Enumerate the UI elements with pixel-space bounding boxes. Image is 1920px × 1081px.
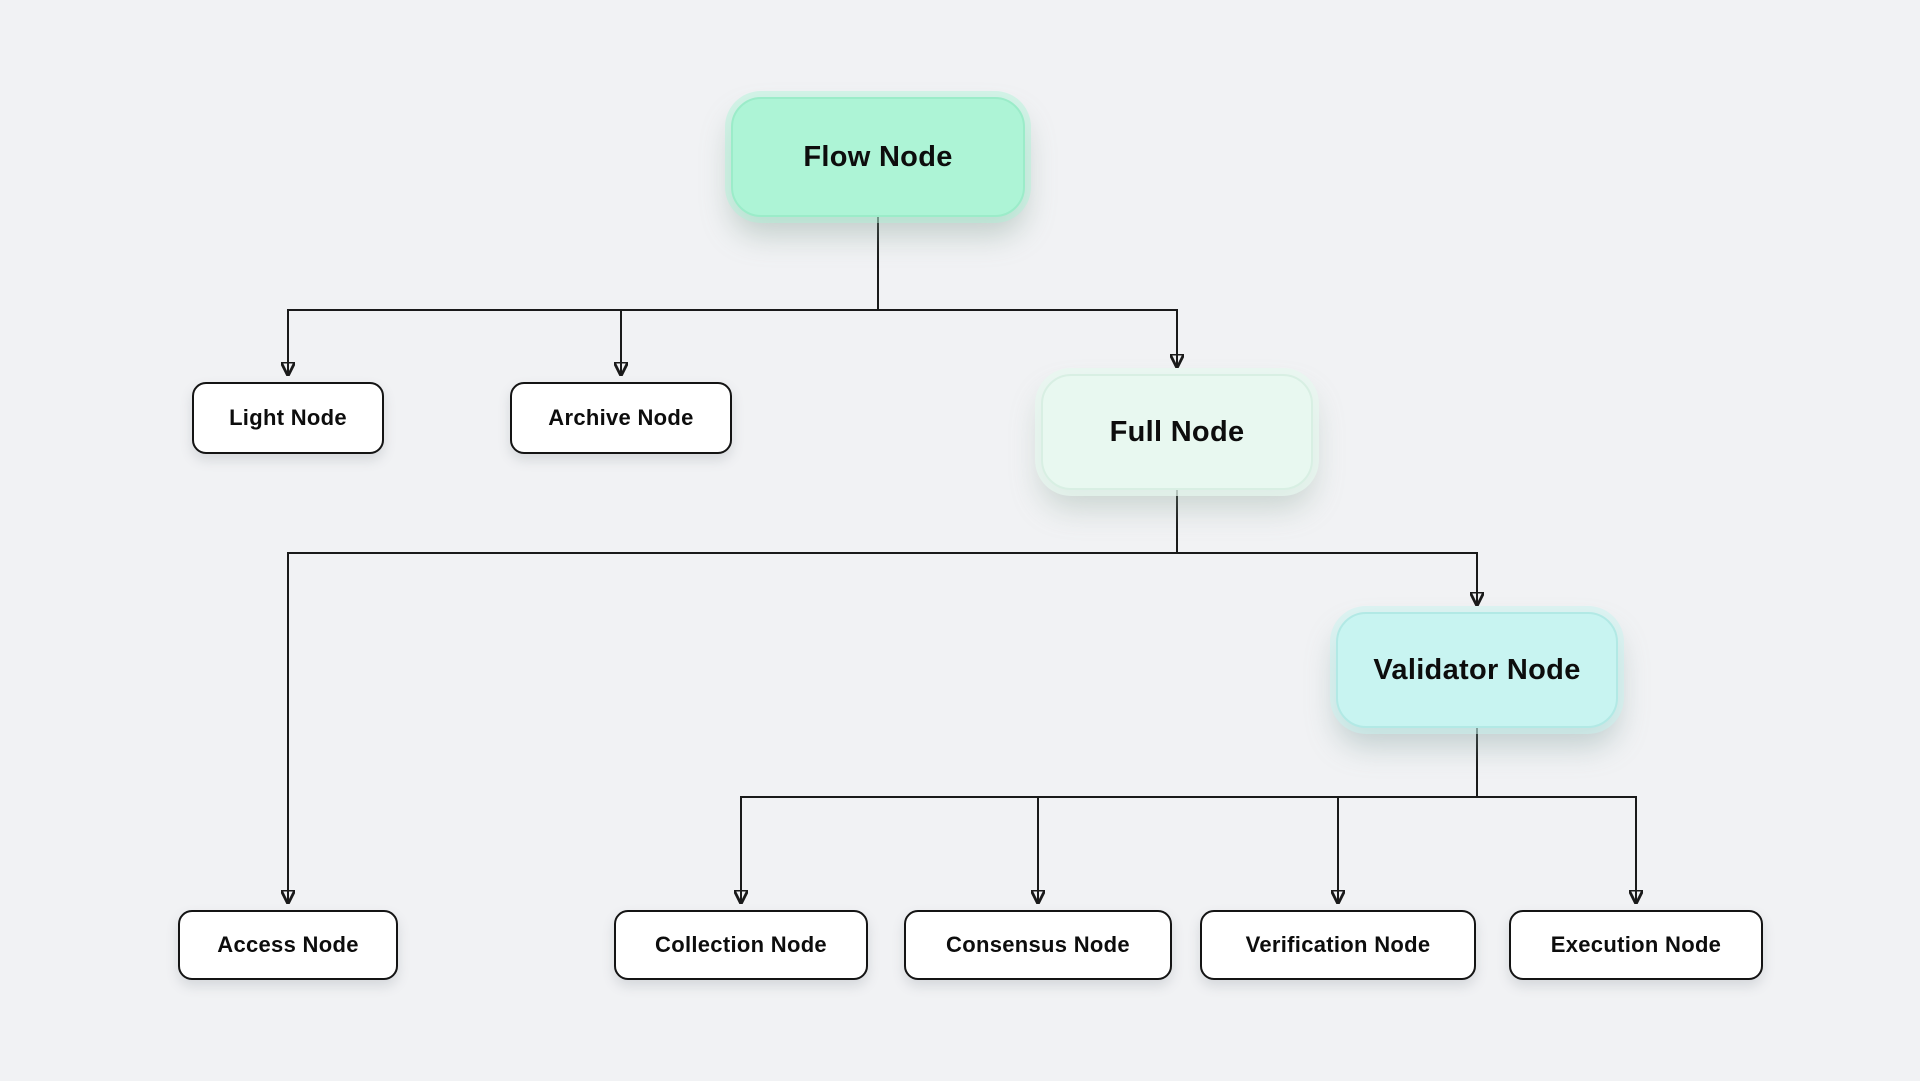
node-consensus-label: Consensus Node [946, 932, 1130, 957]
node-verification-label: Verification Node [1245, 932, 1431, 957]
node-archive: Archive Node [510, 382, 732, 454]
node-validator-label: Validator Node [1373, 653, 1581, 686]
node-collection-label: Collection Node [655, 932, 827, 957]
node-full-label: Full Node [1109, 415, 1245, 448]
node-validator: Validator Node [1336, 612, 1618, 728]
node-light: Light Node [192, 382, 384, 454]
node-consensus: Consensus Node [904, 910, 1172, 980]
node-flow: Flow Node [731, 97, 1025, 217]
node-full: Full Node [1041, 374, 1313, 490]
node-access-label: Access Node [217, 932, 359, 957]
node-collection: Collection Node [614, 910, 868, 980]
node-execution: Execution Node [1509, 910, 1763, 980]
node-access: Access Node [178, 910, 398, 980]
node-archive-label: Archive Node [548, 405, 694, 430]
node-flow-label: Flow Node [803, 140, 953, 173]
node-execution-label: Execution Node [1550, 932, 1722, 957]
node-verification: Verification Node [1200, 910, 1476, 980]
node-light-label: Light Node [229, 405, 347, 430]
